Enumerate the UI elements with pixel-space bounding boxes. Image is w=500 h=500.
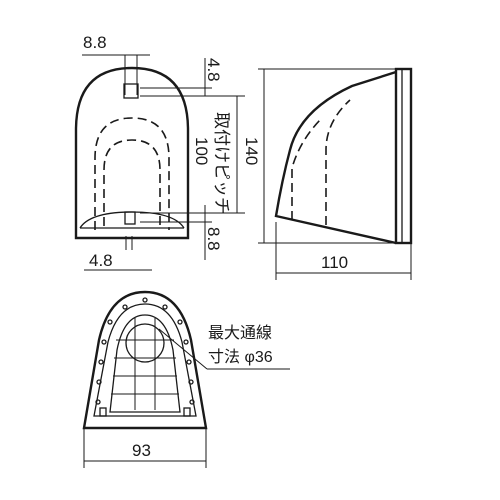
bottom-view-rib-dot xyxy=(177,319,183,325)
bottom-view-rib-dot xyxy=(189,399,195,405)
bottom-view-rib-dot xyxy=(122,304,128,310)
dimension-base-offset: 4.8 xyxy=(84,251,152,271)
dimension-top-offset: 4.8 xyxy=(140,58,223,97)
pitch-text-label: 取付けピッチ xyxy=(212,112,231,214)
bottom-view-rib-dot xyxy=(101,339,107,345)
bottom-view-rib-dot xyxy=(162,304,168,310)
annotation-max-wiring: 最大通線 寸法 φ36 xyxy=(158,324,290,370)
side-view-hidden-inner xyxy=(325,99,351,225)
bottom-view-rib-dot xyxy=(107,319,113,325)
dimension-label: 110 xyxy=(321,253,348,272)
leader-line xyxy=(158,328,208,370)
dimension-bottom-offset: 8.8 xyxy=(140,205,223,260)
annotation-line-2: 寸法 φ36 xyxy=(208,348,273,366)
bottom-view-rib-dot xyxy=(95,399,101,405)
dimension-label: 140 xyxy=(242,137,261,165)
side-view-profile xyxy=(274,70,397,245)
dimension-pitch: 100 取付けピッチ xyxy=(140,95,245,214)
dimension-label: 8.8 xyxy=(83,33,107,52)
front-view-hidden-inner xyxy=(103,139,161,226)
front-view xyxy=(74,55,190,250)
dimension-label: 8.8 xyxy=(204,227,223,251)
side-view-base-plate xyxy=(394,67,413,245)
dimension-label: 4.8 xyxy=(89,251,113,270)
bottom-view-outline xyxy=(82,290,208,430)
bottom-view-foot xyxy=(183,407,191,417)
front-view-bottom-screw-hole xyxy=(124,211,136,225)
dimension-label: 93 xyxy=(132,441,151,460)
dimension-depth: 110 xyxy=(275,222,412,280)
dimension-height: 140 xyxy=(242,68,396,244)
dimension-hole-offset-top: 8.8 xyxy=(82,33,150,56)
bottom-view-rib-dot xyxy=(142,297,148,303)
side-view-hidden-outer xyxy=(291,117,323,220)
bottom-view-inner-outline xyxy=(93,303,197,417)
side-view xyxy=(274,67,413,245)
dimension-width: 93 xyxy=(83,428,207,468)
bottom-view-rib-dot xyxy=(186,359,192,365)
bottom-view-rib-dot xyxy=(96,379,102,385)
front-view-top-screw-hole xyxy=(123,83,139,99)
pitch-value-label: 100 xyxy=(192,137,211,165)
bottom-view-rib-dot xyxy=(183,339,189,345)
front-view-outline xyxy=(74,66,190,240)
bottom-view-grid-frame xyxy=(109,314,181,413)
bottom-view-foot xyxy=(99,407,107,417)
dimension-label: 4.8 xyxy=(204,58,223,82)
annotation-line-1: 最大通線 xyxy=(208,324,272,342)
bottom-view xyxy=(82,290,208,430)
bottom-view-rib-dot xyxy=(188,379,194,385)
front-view-hidden-outer xyxy=(94,117,170,230)
bottom-view-rib-dot xyxy=(98,359,104,365)
bottom-view-cable-opening xyxy=(125,323,165,363)
